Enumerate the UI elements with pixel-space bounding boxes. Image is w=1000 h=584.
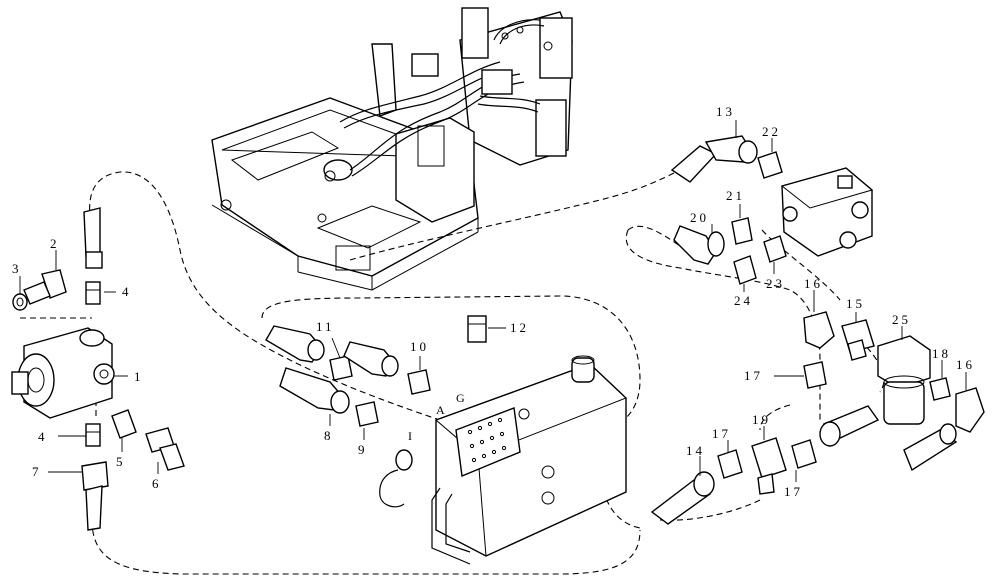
callout-22: 22 xyxy=(762,124,781,139)
hydraulic-tank xyxy=(431,355,627,565)
pump-assembly xyxy=(11,207,185,531)
callout-1: 1 xyxy=(134,369,144,384)
callout-16-upper: 16 xyxy=(804,276,823,291)
callout-21: 21 xyxy=(726,188,745,203)
callout-25: 25 xyxy=(892,312,911,327)
callout-15: 15 xyxy=(846,296,865,311)
callout-2: 2 xyxy=(50,236,60,251)
connection-letter-g: G xyxy=(456,391,465,405)
callout-12: 12 xyxy=(510,320,529,335)
callout-23: 23 xyxy=(766,276,785,291)
callout-13: 13 xyxy=(716,104,735,119)
control-valve-group xyxy=(670,135,874,285)
tractor-frame xyxy=(211,7,573,291)
callout-19: 19 xyxy=(752,412,771,427)
callout-3: 3 xyxy=(12,261,22,276)
connection-letter-i: I xyxy=(408,429,412,443)
callout-9: 9 xyxy=(358,442,368,457)
callout-14: 14 xyxy=(686,443,705,458)
callout-4-upper: 4 xyxy=(122,284,132,299)
callout-labels: 1 2 3 4 4 5 6 7 8 9 10 11 12 13 14 15 16… xyxy=(12,104,975,499)
callout-17-left: 17 xyxy=(712,426,731,441)
central-fittings xyxy=(265,315,487,508)
callout-18: 18 xyxy=(932,346,951,361)
callout-5: 5 xyxy=(116,454,126,469)
callout-4-lower: 4 xyxy=(38,429,48,444)
callout-10: 10 xyxy=(410,339,429,354)
callout-11: 11 xyxy=(316,319,335,334)
callout-20: 20 xyxy=(690,210,709,225)
callout-17-upper: 17 xyxy=(744,368,763,383)
connection-letter-a: A xyxy=(436,403,445,417)
callout-16-right: 16 xyxy=(956,357,975,372)
callout-7: 7 xyxy=(32,464,42,479)
leader-lines xyxy=(19,120,967,482)
callout-17-lower: 17 xyxy=(784,484,803,499)
callout-24: 24 xyxy=(734,293,753,308)
sight-gauge-dots xyxy=(467,417,507,463)
callout-8: 8 xyxy=(324,428,334,443)
callout-6: 6 xyxy=(152,476,162,491)
filter-group xyxy=(650,311,985,525)
